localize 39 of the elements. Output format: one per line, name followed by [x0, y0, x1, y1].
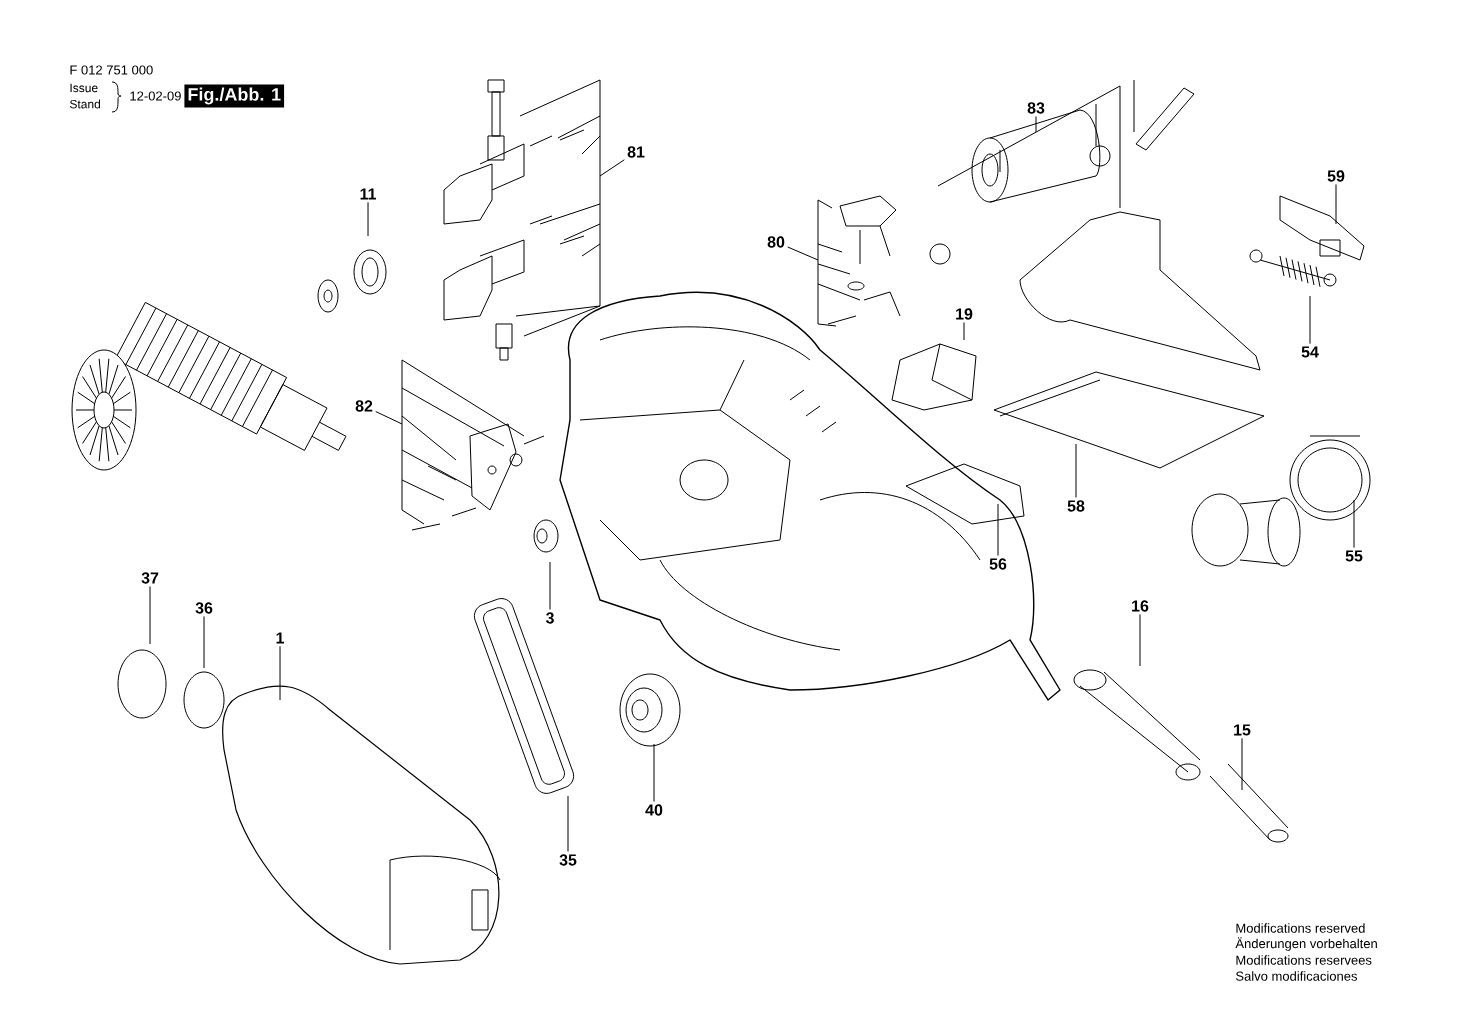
callout-number: 1 [276, 632, 284, 644]
leader-line [515, 79, 625, 337]
leader-line [549, 561, 551, 610]
leader-line [149, 585, 151, 645]
leader-line [1353, 499, 1355, 549]
callout-number: 37 [141, 572, 159, 584]
leader-line [1309, 295, 1311, 345]
callout-number: 56 [989, 558, 1007, 570]
callout-number: 83 [1027, 102, 1045, 114]
figure-badge: Fig./Abb. 1 [184, 84, 285, 108]
leader-line [1139, 613, 1141, 667]
callout-number: 81 [627, 146, 645, 158]
callout-number: 19 [956, 308, 973, 320]
callout-number: 15 [1234, 724, 1251, 736]
callout-number: 59 [1327, 170, 1345, 182]
leader-line [937, 79, 1135, 209]
callout-number: 55 [1345, 550, 1363, 562]
leader-line [203, 615, 205, 669]
leader-line [997, 503, 999, 556]
callout-number: 80 [767, 236, 785, 248]
leader-line [963, 321, 965, 341]
leader-line [787, 199, 861, 327]
callout-number: 11 [360, 188, 376, 200]
callout-number: 58 [1067, 500, 1085, 512]
leader-line [1075, 443, 1077, 499]
leader-line [279, 645, 281, 701]
callout-number: 35 [559, 854, 577, 866]
leader-line [1335, 183, 1337, 225]
leader-line [653, 743, 655, 802]
leader-line [1241, 737, 1243, 791]
callout-number: 82 [355, 400, 373, 412]
callout-number: 54 [1301, 346, 1319, 358]
leader-line [367, 201, 369, 237]
leader-line [567, 795, 569, 852]
leader-line [375, 359, 525, 525]
callout-number: 36 [195, 602, 213, 614]
callout-number: 3 [545, 612, 554, 624]
callout-number: 16 [1132, 600, 1149, 612]
callout-number: 40 [645, 804, 663, 816]
